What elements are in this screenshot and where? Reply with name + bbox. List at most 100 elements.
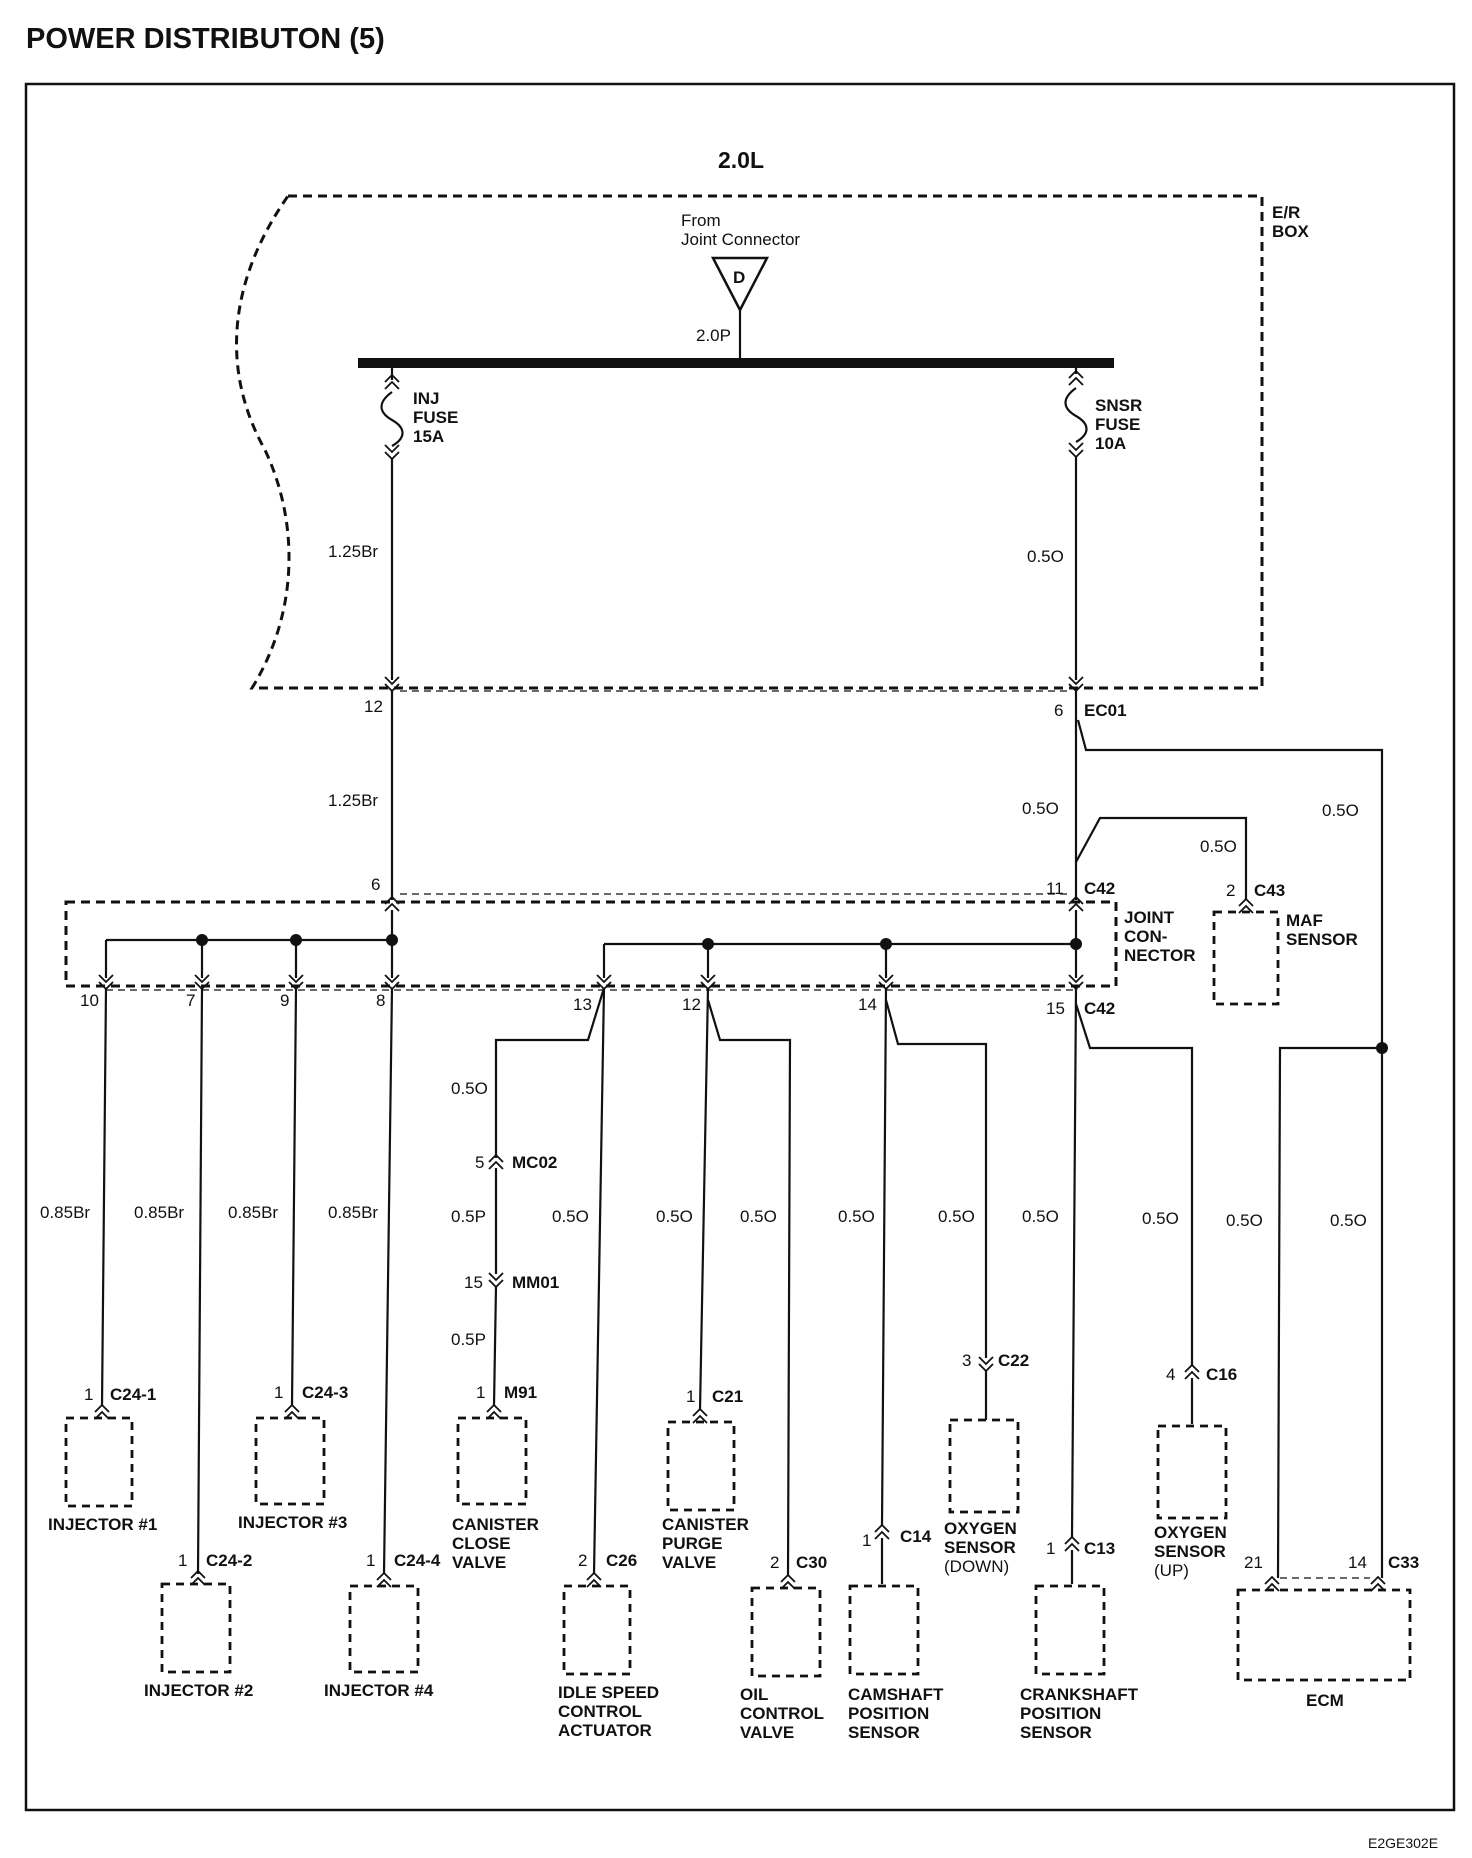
c14-pin: 1 [862,1531,871,1550]
c42-bottom-label: C42 [1084,999,1115,1018]
mm01-label: MM01 [512,1273,559,1292]
oil-control-valve [750,1586,822,1678]
wire-label-maf: 0.5O [1200,837,1237,856]
wire-can-close-c [492,1285,498,1407]
figure-code: E2GE302E [1368,1835,1438,1851]
mm01-pin: 15 [464,1273,483,1292]
diagram-frame [24,82,1456,1812]
c42-pin-8: 8 [376,991,385,1010]
idle-speed-control-actuator [562,1584,632,1676]
inj1-conn: C24-1 [110,1385,156,1404]
canister-close-valve [456,1416,528,1506]
wire-label-inj1: 0.85Br [40,1203,90,1222]
oxygen-sensor-down [948,1418,1020,1514]
maf-sensor [1212,910,1280,1006]
o2-down-label-2: SENSOR [944,1538,1016,1557]
m91-conn: M91 [504,1383,537,1402]
wire-label-inj-lower: 1.25Br [328,791,378,810]
wire-label-inj3: 0.85Br [228,1203,278,1222]
ckp-label-1: CRANKSHAFT [1020,1685,1139,1704]
cmp-label-1: CAMSHAFT [848,1685,944,1704]
source-d-symbol: D [733,268,745,287]
wire-inj2 [196,987,204,1575]
mc02-label: MC02 [512,1153,557,1172]
inj-fuse-label-1: INJ [413,389,439,408]
wire-label-can-purge: 0.5O [656,1207,693,1226]
power-bus-bar [358,358,1114,368]
wire-label-can-close-low: 0.5P [451,1330,486,1349]
c21-pin: 1 [686,1387,695,1406]
c22-conn: C22 [998,1351,1029,1370]
ocv-label-3: VALVE [740,1723,794,1742]
er-box-outline [235,194,1264,690]
ocv-label-2: CONTROL [740,1704,824,1723]
isca-label-2: CONTROL [558,1702,642,1721]
inj3-pin: 1 [274,1383,283,1402]
ec01-label: EC01 [1084,701,1127,720]
inj2-pin: 1 [178,1551,187,1570]
c13-conn: C13 [1084,1539,1115,1558]
source-d-triangle [710,256,770,313]
wire-label-ecm-top: 0.5O [1322,801,1359,820]
c26-conn: C26 [606,1551,637,1570]
can-purge-label-1: CANISTER [662,1515,749,1534]
c42-top-pin-right: 11 [1046,879,1064,898]
isca-label-3: ACTUATOR [558,1721,652,1740]
injector-3-label: INJECTOR #3 [238,1513,347,1532]
er-box-label-2: BOX [1272,222,1310,241]
inj-fuse [380,368,404,680]
m91-pin: 1 [476,1383,485,1402]
wire-ocv [706,999,792,1577]
can-close-label-2: CLOSE [452,1534,511,1553]
ckp-label-2: POSITION [1020,1704,1101,1723]
o2-down-label-1: OXYGEN [944,1519,1017,1538]
joint-connector-outline [64,900,1118,988]
c26-pin: 2 [578,1551,587,1570]
snsr-fuse [1064,368,1088,680]
c33-label: C33 [1388,1553,1419,1572]
c16-pin: 4 [1166,1365,1175,1384]
injector-2 [160,1582,232,1674]
canister-purge-valve [666,1420,736,1512]
source-from-label: From [681,211,721,230]
ecm-label: ECM [1306,1691,1344,1710]
c42-top-label: C42 [1084,879,1115,898]
c42-top-pin-left: 6 [371,875,380,894]
c21-conn: C21 [712,1387,743,1406]
wire-inj4 [382,987,394,1575]
ecm [1236,1588,1412,1682]
o2-up-label-2: SENSOR [1154,1542,1226,1561]
o2-down-label-3: (DOWN) [944,1557,1009,1576]
cmp-label-2: POSITION [848,1704,929,1723]
c42-pin-7: 7 [186,991,195,1010]
wire-label-o2-down: 0.5O [938,1207,975,1226]
c42-pin-12: 12 [682,995,701,1014]
c14-conn: C14 [900,1527,932,1546]
c30-conn: C30 [796,1553,827,1572]
c42-bottom-connector [98,974,1084,991]
injector-2-label: INJECTOR #2 [144,1681,253,1700]
wire-label-ec01-down: 0.5O [1022,799,1059,818]
wire-ckp [1070,987,1078,1539]
wire-label-isca: 0.5O [552,1207,589,1226]
injector-4-label: INJECTOR #4 [324,1681,434,1700]
wire-label-cmp: 0.5O [838,1207,875,1226]
inj-fuse-label-2: FUSE [413,408,458,427]
wire-can-purge [698,987,710,1411]
wire-label-o2-up: 0.5O [1142,1209,1179,1228]
wire-ec01-to-ecm [1076,719,1384,1578]
c22-pin: 3 [962,1351,971,1370]
wire-label-ecm-a: 0.5O [1226,1211,1263,1230]
wire-label-ocv: 0.5O [740,1207,777,1226]
injector-4 [348,1584,420,1674]
injector-1-label: INJECTOR #1 [48,1515,157,1534]
c42-pin-14: 14 [858,995,877,1014]
inj2-conn: C24-2 [206,1551,252,1570]
isca-label-1: IDLE SPEED [558,1683,659,1702]
can-purge-label-3: VALVE [662,1553,716,1572]
c42-pin-10: 10 [80,991,99,1010]
can-close-label-3: VALVE [452,1553,506,1572]
wire-label-inj4: 0.85Br [328,1203,378,1222]
wire-inj3 [290,987,298,1407]
mc02-pin: 5 [475,1153,484,1172]
